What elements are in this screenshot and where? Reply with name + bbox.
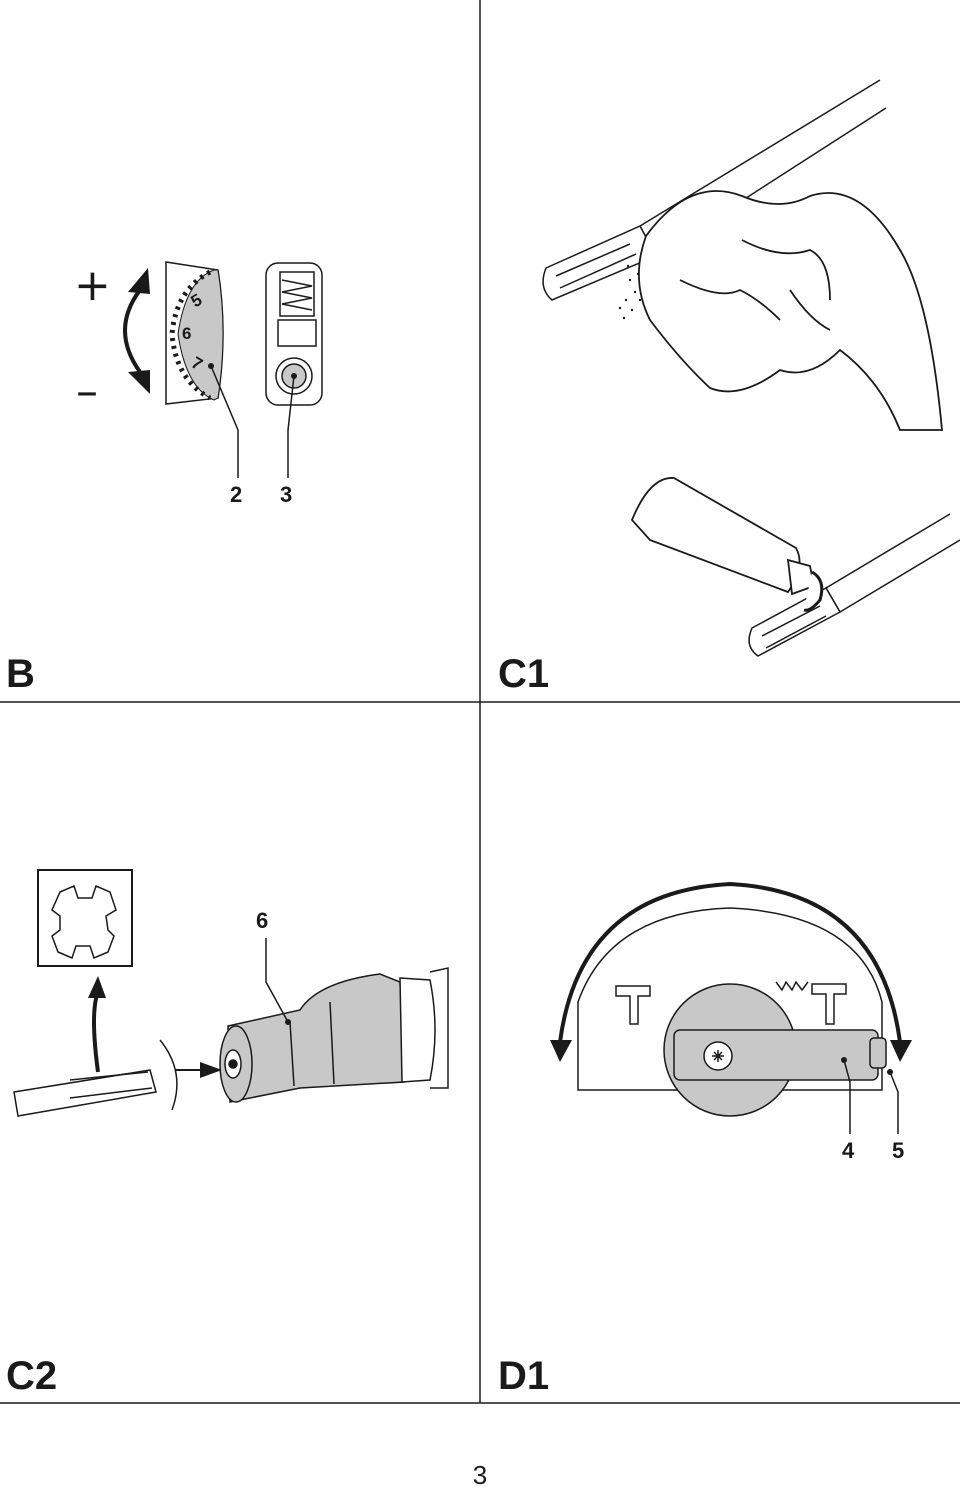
plus-symbol: + (74, 260, 111, 311)
hammer-symbol-icon (615, 985, 651, 1025)
callout-2: 2 (230, 482, 243, 507)
figure-label-d1: D1 (498, 1354, 550, 1398)
arc-arrow-right-icon (890, 1040, 912, 1062)
bit-cross-section-icon (37, 869, 133, 967)
sds-bit-shaft-icon (13, 1039, 178, 1117)
arrow-up-icon (88, 976, 106, 998)
dial-number-6: 6 (182, 324, 192, 343)
callout-4: 4 (842, 1138, 855, 1163)
insert-arrow-icon (200, 1062, 222, 1078)
figure-b: + – 5 6 7 2 3 B (0, 0, 480, 702)
figure-label-b: B (6, 652, 35, 696)
callout-5: 5 (892, 1138, 905, 1163)
callout-3: 3 (280, 482, 293, 507)
depth-dial-icon (165, 261, 224, 405)
figure-d1: 4 5 D1 (480, 702, 960, 1403)
figure-label-c1: C1 (498, 652, 550, 696)
figure-label-c2: C2 (6, 1354, 58, 1398)
chuck-icon (219, 967, 449, 1103)
arrow-down-head-icon (128, 370, 150, 394)
figure-b-drawing (123, 261, 323, 478)
figure-d1-drawing (550, 881, 912, 1134)
callout-6: 6 (256, 908, 269, 933)
grease-tube-icon (630, 477, 824, 612)
hand-with-cloth-icon (638, 190, 943, 431)
figure-c1-drawing (542, 79, 960, 657)
figure-c2: 6 C2 (0, 702, 480, 1403)
page-number: 3 (472, 1460, 488, 1490)
figure-c2-drawing (13, 869, 449, 1117)
arc-arrow-left-icon (550, 1040, 572, 1062)
adjust-arrow-icon (123, 288, 142, 374)
selector-housing-icon (265, 262, 323, 406)
dust-speckle (618, 264, 642, 320)
lock-button-icon (869, 1037, 887, 1069)
minus-symbol: – (76, 366, 98, 417)
hammer-drill-symbol-icon (775, 980, 847, 1025)
arrow-up-head-icon (128, 268, 150, 294)
figure-c1: C1 (480, 0, 960, 702)
